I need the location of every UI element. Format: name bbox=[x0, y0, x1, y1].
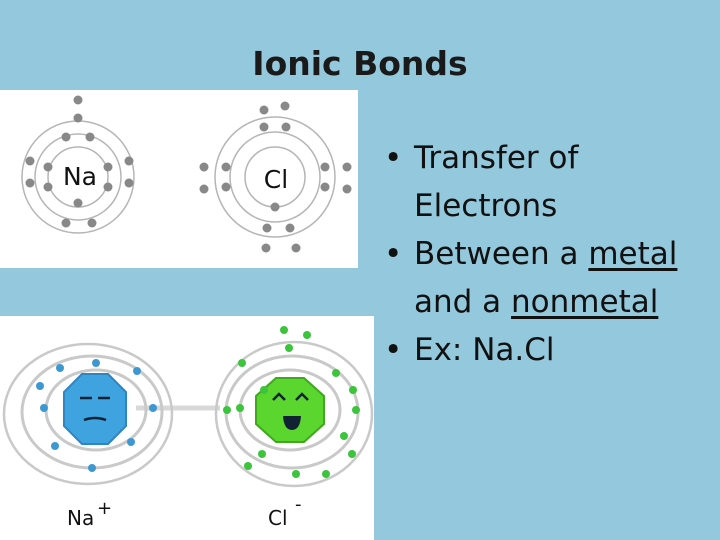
sodium-ion bbox=[2, 342, 174, 486]
na-ion-face bbox=[63, 373, 127, 445]
bullet-marker: • bbox=[384, 332, 403, 368]
bullet-transfer: • Transfer of Electrons bbox=[384, 134, 720, 230]
bohr-diagram: Na Cl bbox=[21, 95, 352, 253]
bullet-between: • Between a metal and a nonmetal bbox=[384, 230, 720, 326]
bullet-line: Between a metal bbox=[414, 230, 720, 278]
bullet-text: Transfer of bbox=[414, 140, 579, 176]
chlorine-ion bbox=[214, 326, 374, 488]
ion-cartoon-panel: Na + Cl - bbox=[0, 316, 374, 540]
chlorine-atom: Cl bbox=[199, 101, 352, 253]
underlined-term-nonmetal: nonmetal bbox=[511, 284, 659, 320]
underlined-term-metal: metal bbox=[588, 236, 678, 272]
bohr-diagram-panel: Na Cl bbox=[0, 90, 358, 268]
bullet-text: and a bbox=[414, 284, 512, 320]
na-symbol: Na bbox=[63, 162, 97, 191]
bullet-marker: • bbox=[384, 140, 403, 176]
ion-cartoon: Na + Cl - bbox=[2, 326, 374, 530]
bullet-line: and a nonmetal bbox=[414, 278, 720, 326]
cl-symbol: Cl bbox=[264, 165, 288, 194]
bullet-example: • Ex: Na.Cl bbox=[384, 326, 720, 374]
cl-ion-label: Cl bbox=[268, 506, 288, 530]
na-ion-charge: + bbox=[97, 498, 112, 519]
sodium-atom: Na bbox=[21, 95, 135, 234]
bullet-text: Between a bbox=[414, 236, 589, 272]
bullet-text: Electrons bbox=[414, 188, 558, 224]
bullet-text: Ex: Na.Cl bbox=[414, 332, 555, 368]
bullet-list: • Transfer of Electrons • Between a meta… bbox=[384, 134, 720, 374]
na-ion-label: Na bbox=[67, 506, 94, 530]
bullet-marker: • bbox=[384, 236, 403, 272]
cl-ion-face bbox=[255, 377, 325, 443]
cl-ion-charge: - bbox=[295, 494, 302, 515]
slide-title: Ionic Bonds bbox=[252, 44, 468, 83]
